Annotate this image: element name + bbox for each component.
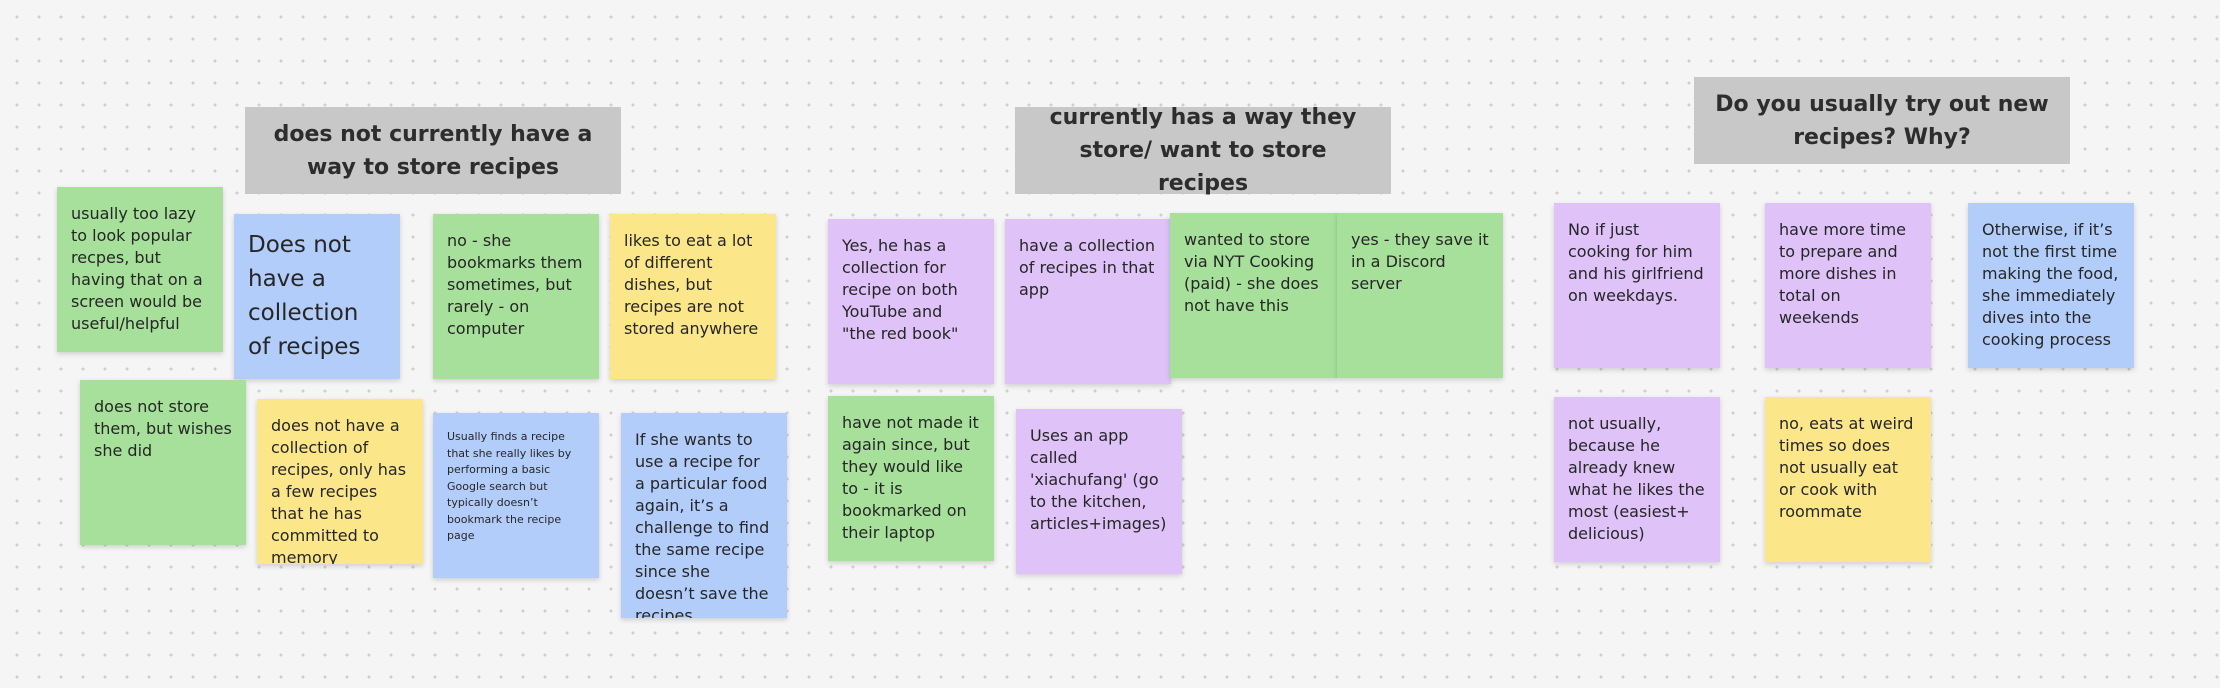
- sticky-note[interactable]: likes to eat a lot of different dishes, …: [610, 214, 776, 379]
- sticky-note[interactable]: no, eats at weird times so does not usua…: [1765, 397, 1931, 562]
- sticky-note[interactable]: have not made it again since, but they w…: [828, 396, 994, 561]
- sticky-note[interactable]: have a collection of recipes in that app: [1005, 219, 1171, 384]
- sticky-note[interactable]: does not store them, but wishes she did: [80, 380, 246, 545]
- sticky-note[interactable]: Yes, he has a collection for recipe on b…: [828, 219, 994, 384]
- sticky-note[interactable]: Does not have a collection of recipes: [234, 214, 400, 379]
- header-no-storage[interactable]: does not currently have a way to store r…: [245, 107, 621, 194]
- sticky-note[interactable]: No if just cooking for him and his girlf…: [1554, 203, 1720, 368]
- sticky-note[interactable]: yes - they save it in a Discord server: [1337, 213, 1503, 378]
- sticky-note[interactable]: If she wants to use a recipe for a parti…: [621, 413, 787, 618]
- sticky-note[interactable]: Usually finds a recipe that she really l…: [433, 413, 599, 578]
- sticky-note[interactable]: no - she bookmarks them sometimes, but r…: [433, 214, 599, 379]
- sticky-note[interactable]: Otherwise, if it’s not the first time ma…: [1968, 203, 2134, 368]
- header-try-new-recipes[interactable]: Do you usually try out new recipes? Why?: [1694, 77, 2070, 164]
- sticky-note[interactable]: wanted to store via NYT Cooking (paid) -…: [1170, 213, 1337, 378]
- sticky-note[interactable]: have more time to prepare and more dishe…: [1765, 203, 1931, 368]
- sticky-note[interactable]: usually too lazy to look popular recpes,…: [57, 187, 223, 352]
- sticky-note[interactable]: Uses an app called 'xiachufang' (go to t…: [1016, 409, 1182, 574]
- sticky-note[interactable]: does not have a collection of recipes, o…: [257, 399, 423, 564]
- sticky-note[interactable]: not usually, because he already knew wha…: [1554, 397, 1720, 562]
- header-has-storage[interactable]: currently has a way they store/ want to …: [1015, 105, 1391, 196]
